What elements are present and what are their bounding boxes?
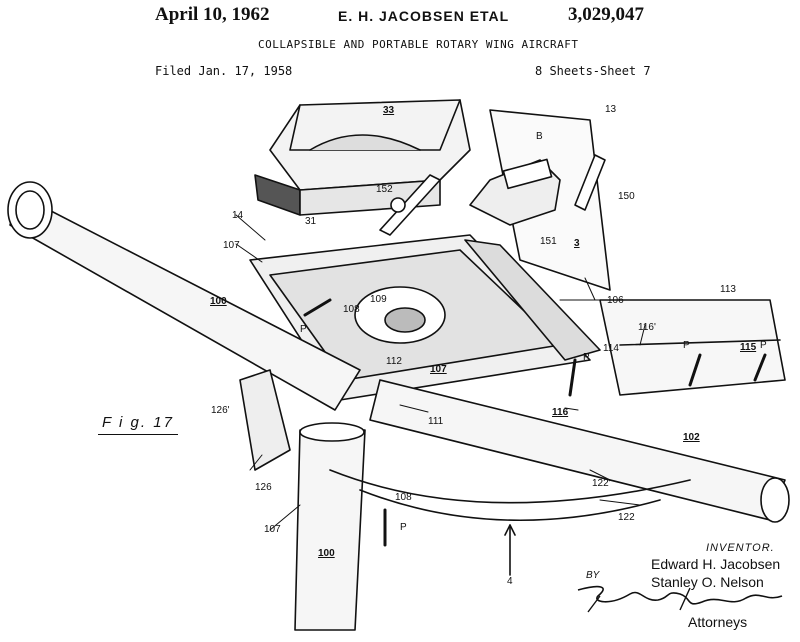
callout-150: 150 [618, 191, 635, 202]
patent-date: April 10, 1962 [155, 4, 270, 25]
callout-100-a: 100 [210, 296, 227, 307]
inventor-name-1: Edward H. Jacobsen [651, 556, 781, 572]
callout-3: 3 [574, 238, 580, 249]
filed-date: Filed Jan. 17, 1958 [155, 64, 293, 78]
callout-111: 111 [428, 416, 444, 427]
callout-4: 4 [507, 576, 513, 587]
callout-14: 14 [232, 210, 244, 221]
callout-126: 126 [255, 482, 272, 493]
figure-label-underline [98, 434, 178, 435]
patent-number: 3,029,047 [568, 4, 644, 25]
callout-122: 122 [618, 512, 635, 523]
patent-title: COLLAPSIBLE AND PORTABLE ROTARY WING AIR… [258, 38, 579, 51]
by-label: BY [586, 570, 600, 581]
callout-107-c: 107 [264, 524, 281, 535]
patent-inventors: E. H. JACOBSEN ETAL [338, 8, 510, 24]
callout-115: 115 [740, 342, 757, 353]
clamp-126 [239, 369, 291, 471]
callout-P-b: P [683, 340, 690, 351]
callout-P-c: P [760, 340, 767, 351]
callout-114: 114 [603, 343, 619, 354]
callout-106: 106 [607, 295, 624, 306]
callout-126-prime: 126' [211, 405, 230, 416]
callout-116-prime: 116' [638, 322, 656, 333]
callout-152: 152 [376, 184, 393, 195]
callout-122-prime: 122' [592, 478, 611, 489]
callout-116: 116 [552, 407, 569, 418]
callout-31: 31 [305, 216, 317, 227]
attorneys-label: Attorneys [688, 614, 748, 630]
callout-102: 102 [683, 432, 700, 443]
callout-P-a: P [300, 324, 307, 335]
callout-151: 151 [540, 236, 557, 247]
attorney-signature [577, 585, 783, 613]
sheet-count: 8 Sheets-Sheet 7 [535, 64, 651, 78]
figure-label: F i g. 17 [102, 414, 174, 431]
callout-13: 13 [605, 104, 617, 115]
callout-109: 109 [370, 294, 387, 305]
callout-B: B [536, 131, 543, 142]
callout-107-b: 107 [430, 364, 447, 375]
arc-122 [329, 469, 691, 504]
callout-108-b: 108 [395, 492, 412, 503]
rail-106 [464, 239, 601, 361]
inventor-name-2: Stanley O. Nelson [651, 574, 764, 590]
callout-33: 33 [383, 105, 395, 116]
callout-P-e: P [400, 522, 407, 533]
frame-113 [599, 299, 786, 396]
callout-P-d: P [583, 352, 590, 363]
tube-100-lower [294, 429, 366, 631]
callout-108-a: 108 [343, 304, 360, 315]
callout-112: 112 [386, 356, 402, 367]
callout-113: 113 [720, 284, 736, 295]
callout-107-a: 107 [223, 240, 240, 251]
inventor-heading: INVENTOR. [706, 542, 775, 554]
callout-100-b: 100 [318, 548, 335, 559]
